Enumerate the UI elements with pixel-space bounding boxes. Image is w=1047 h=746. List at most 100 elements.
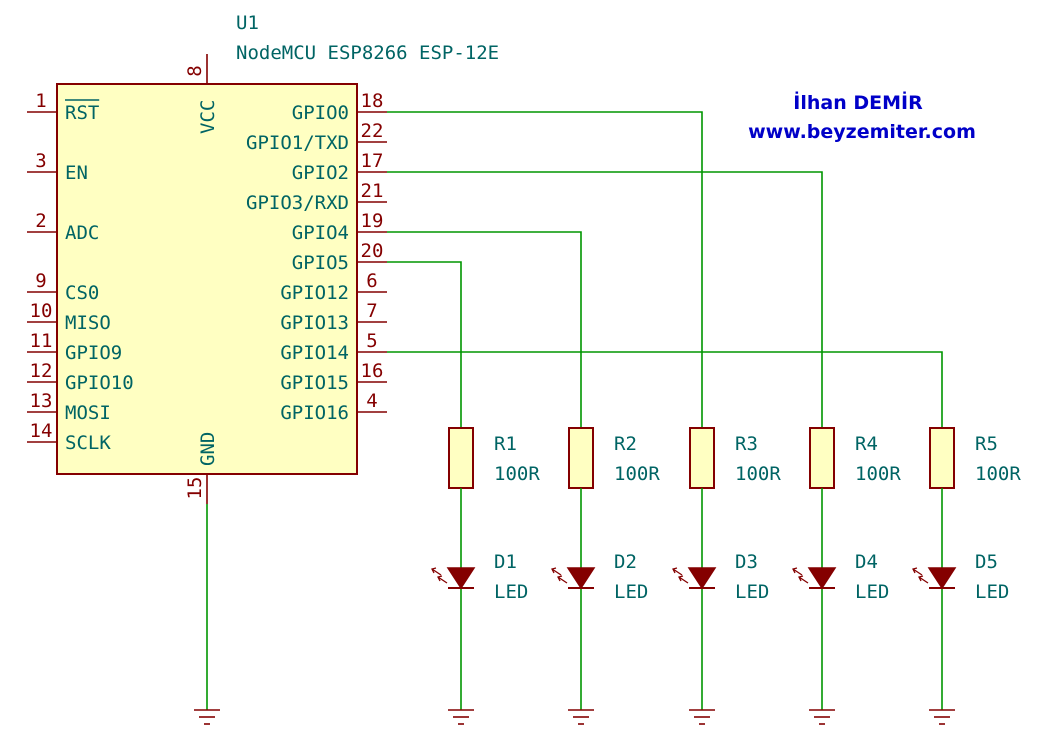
resistor-value: 100R <box>735 463 781 485</box>
left-pin-number: 3 <box>35 150 46 172</box>
led-arrow-head <box>551 567 557 574</box>
right-pin-number: 5 <box>366 330 377 352</box>
right-pin-number: 19 <box>361 210 384 232</box>
led-arrow <box>551 568 562 576</box>
vcc-pin-label: VCC <box>197 100 219 134</box>
right-pin-label: GPIO12 <box>280 282 349 304</box>
led-arrow-head <box>792 567 798 574</box>
left-pin-label: GPIO9 <box>65 342 122 364</box>
ic-value: NodeMCU ESP8266 ESP-12E <box>236 42 499 64</box>
resistor-reference: R5 <box>975 433 998 455</box>
right-pin-number: 16 <box>361 360 384 382</box>
led-arrow <box>557 576 568 584</box>
right-pin-label: GPIO15 <box>280 372 349 394</box>
right-pin-label: GPIO16 <box>280 402 349 424</box>
left-pins: 1RST3EN2ADC9CS010MISO11GPIO912GPIO1013MO… <box>27 90 134 454</box>
led-value: LED <box>494 581 528 603</box>
led-arrow <box>431 568 442 576</box>
resistor-body <box>448 427 474 489</box>
signal-wire <box>387 231 582 428</box>
left-pin-number: 14 <box>30 420 53 442</box>
led-reference: D1 <box>494 551 517 573</box>
left-pin-label: SCLK <box>65 432 111 454</box>
gnd-pin-number: 15 <box>184 477 206 500</box>
led-reference: D2 <box>614 551 637 573</box>
left-pin-number: 2 <box>35 210 46 232</box>
ground-symbol <box>689 709 715 725</box>
ic-body <box>56 83 358 475</box>
author-block: İlhan DEMİR www.beyzemiter.com <box>748 90 976 143</box>
right-pin-label: GPIO3/RXD <box>246 192 349 214</box>
resistor-body <box>809 427 835 489</box>
led-arrow-head <box>798 575 804 582</box>
right-pin-label: GPIO0 <box>292 102 349 124</box>
right-pin-number: 22 <box>361 120 384 142</box>
left-pin-number: 12 <box>30 360 53 382</box>
led-arrow <box>792 568 803 576</box>
wires <box>387 111 943 428</box>
led-value: LED <box>855 581 889 603</box>
left-pin-label: MOSI <box>65 402 111 424</box>
ground-symbol <box>929 709 955 725</box>
led-reference: D3 <box>735 551 758 573</box>
led-triangle <box>566 567 596 590</box>
resistor-reference: R2 <box>614 433 637 455</box>
led-value: LED <box>735 581 769 603</box>
author-name: İlhan DEMİR <box>793 90 923 114</box>
left-pin-number: 1 <box>35 90 46 112</box>
signal-wire <box>387 351 943 428</box>
left-pin-number: 13 <box>30 390 53 412</box>
right-pin-label: GPIO5 <box>292 252 349 274</box>
led-arrow-head <box>672 567 678 574</box>
right-pin-number: 18 <box>361 90 384 112</box>
resistor-reference: R3 <box>735 433 758 455</box>
right-pin-number: 6 <box>366 270 377 292</box>
led-triangle <box>927 567 957 590</box>
ic-ground <box>194 504 220 725</box>
right-pins: 18GPIO022GPIO1/TXD17GPIO221GPIO3/RXD19GP… <box>246 90 387 424</box>
author-website: www.beyzemiter.com <box>748 121 976 143</box>
led-arrow <box>798 576 809 584</box>
ground-symbol <box>448 709 474 725</box>
right-pin-label: GPIO1/TXD <box>246 132 349 154</box>
led-arrow <box>678 576 689 584</box>
ground-symbol <box>194 709 220 725</box>
vcc-pin-number: 8 <box>184 65 206 76</box>
led-reference: D4 <box>855 551 878 573</box>
left-pin-label: RST <box>65 102 99 124</box>
resistor-body <box>929 427 955 489</box>
right-pin-label: GPIO4 <box>292 222 349 244</box>
signal-wire <box>387 171 823 428</box>
right-pin-number: 17 <box>361 150 384 172</box>
led-triangle <box>807 567 837 590</box>
led-value: LED <box>614 581 648 603</box>
led-arrow-head <box>557 575 563 582</box>
right-pin-label: GPIO2 <box>292 162 349 184</box>
ground-symbol <box>568 709 594 725</box>
ic-u1: U1 NodeMCU ESP8266 ESP-12E 8 VCC 15 GND … <box>27 12 499 504</box>
led-branches: R1100RD1LEDR2100RD2LEDR3100RD3LEDR4100RD… <box>431 427 1021 725</box>
led-value: LED <box>975 581 1009 603</box>
resistor-body <box>568 427 594 489</box>
led-arrow <box>918 576 929 584</box>
led-arrow <box>912 568 923 576</box>
signal-wire <box>387 111 703 428</box>
right-pin-label: GPIO14 <box>280 342 349 364</box>
resistor-value: 100R <box>494 463 540 485</box>
signal-wire <box>387 261 462 428</box>
left-pin-label: MISO <box>65 312 111 334</box>
left-pin-number: 10 <box>30 300 53 322</box>
ic-reference: U1 <box>236 12 259 34</box>
right-pin-number: 20 <box>361 240 384 262</box>
resistor-value: 100R <box>614 463 660 485</box>
resistor-value: 100R <box>975 463 1021 485</box>
led-arrow-head <box>431 567 437 574</box>
right-pin-number: 4 <box>366 390 377 412</box>
left-pin-number: 11 <box>30 330 53 352</box>
